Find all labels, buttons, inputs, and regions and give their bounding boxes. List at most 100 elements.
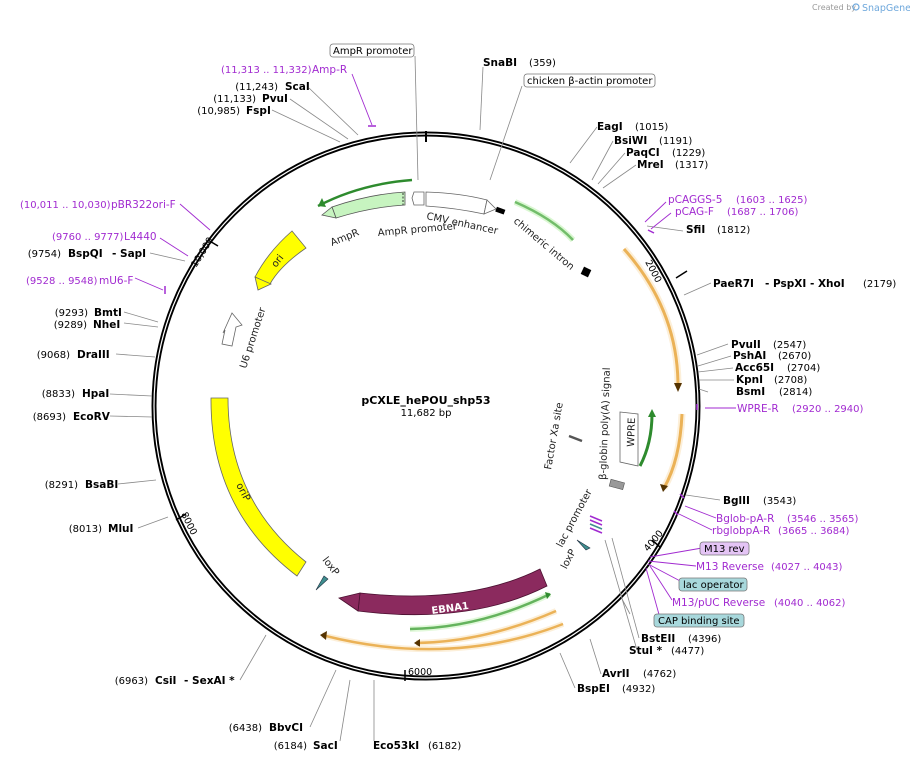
orange-arc-right-2 (662, 413, 684, 489)
enzyme-bmti[interactable]: (9293) BmtI (55, 307, 122, 319)
enzyme-eco53ki[interactable]: Eco53kI (6182) (373, 740, 461, 752)
enzyme-bbvci[interactable]: (6438) BbvCI (229, 722, 303, 734)
enzyme-paer7i[interactable]: PaeR7I - PspXI - XhoI (2179) (713, 278, 896, 290)
enzyme-avrii[interactable]: AvrII (4762) (602, 668, 676, 680)
enzyme-name: ScaI (285, 81, 310, 93)
enzyme-pos: (1317) (675, 160, 708, 171)
primer-mu6[interactable]: (9528 .. 9548) mU6-F (26, 275, 133, 287)
tick-marks (175, 239, 688, 681)
primer-name: pCAG-F (675, 206, 714, 218)
primer-range: (3546 .. 3565) (787, 514, 859, 525)
cba-promoter-box[interactable] (523, 73, 656, 88)
enzyme-scai[interactable]: (11,243) ScaI (235, 81, 310, 93)
primer-range: (10,011 .. 10,030) (20, 200, 111, 211)
enzyme-snabi[interactable]: SnaBI (359) (483, 57, 556, 69)
primer-pbr322ori[interactable]: (10,011 .. 10,030) pBR322ori-F (20, 199, 176, 211)
primer-bglobpar[interactable]: Bglob-pA-R (3546 .. 3565) (716, 513, 859, 525)
enzyme-pos: (6182) (428, 741, 461, 752)
orip-arc[interactable] (210, 397, 307, 577)
cmv-enhancer-arrow[interactable] (425, 191, 488, 215)
enzyme-pos: (2814) (779, 387, 812, 398)
primer-name: M13 Reverse (696, 561, 764, 573)
m13-rev-box[interactable] (699, 541, 750, 556)
enzyme-fspi[interactable]: (10,985) FspI (197, 105, 271, 117)
enzyme-hpai[interactable]: (8833) HpaI (42, 388, 110, 400)
enzyme-name: MluI (108, 523, 133, 535)
primer-ampr[interactable]: (11,313 .. 11,332) Amp-R (221, 64, 347, 76)
ampr-promoter-box[interactable] (329, 43, 415, 58)
enzyme-bsabi[interactable]: (8291) BsaBI (45, 479, 119, 491)
enzyme-nhei[interactable]: (9289) NheI (54, 319, 121, 331)
enzyme-pshai[interactable]: PshAI (2670) (733, 350, 811, 362)
wpre-box[interactable] (619, 411, 639, 467)
enzyme-bspei[interactable]: BspEI (4932) (577, 683, 655, 695)
ampr-promoter-arrow[interactable] (411, 191, 425, 206)
enzyme-bglii[interactable]: BglII (3543) (723, 495, 796, 507)
enzyme-pos: (9068) (37, 350, 70, 361)
primer-m13reverse[interactable]: M13 Reverse (4027 .. 4043) (696, 561, 843, 573)
enzyme-draiii[interactable]: (9068) DraIII (37, 349, 110, 361)
primer-m13puc[interactable]: M13/pUC Reverse (4040 .. 4062) (672, 597, 846, 609)
enzyme-name: HpaI (82, 388, 109, 400)
enzyme-pos: (1812) (717, 225, 750, 236)
enzyme-pos: (4396) (688, 634, 721, 645)
enzyme-kpni[interactable]: KpnI (2708) (736, 374, 807, 386)
enzyme-extra: - SapI (112, 248, 146, 260)
enzyme-sfii[interactable]: SfiI (1812) (686, 224, 750, 236)
enzyme-pos: (8291) (45, 480, 78, 491)
enzyme-acc65i[interactable]: Acc65I (2704) (735, 362, 820, 374)
cap-site-label: CAP binding site (658, 616, 740, 627)
enzyme-saci[interactable]: (6184) SacI (274, 740, 338, 752)
primer-range: (2920 .. 2940) (792, 404, 864, 415)
primer-range: (9760 .. 9777) (52, 232, 124, 243)
enzyme-pos: (6963) (115, 676, 148, 687)
enzyme-pos: (2547) (773, 340, 806, 351)
lac-operator-marks (589, 515, 603, 534)
primer-rbglobpar[interactable]: rbglobpA-R (3665 .. 3684) (712, 525, 850, 537)
enzyme-name: StuI * (629, 645, 663, 657)
cap-site-box[interactable] (653, 613, 745, 628)
primer-range: (1687 .. 1706) (727, 207, 799, 218)
enzyme-name: BbvCI (269, 722, 303, 734)
enzyme-name: PaeR7I (713, 278, 754, 290)
enzyme-stui[interactable]: StuI * (4477) (629, 645, 704, 657)
enzyme-name: CsiI (155, 675, 176, 687)
enzyme-eagi[interactable]: EagI (1015) (597, 121, 668, 133)
primer-pcaggs5[interactable]: pCAGGS-5 (1603 .. 1625) (668, 194, 808, 206)
enzyme-pos: (4932) (622, 684, 655, 695)
primer-pcagf[interactable]: pCAG-F (1687 .. 1706) (675, 206, 799, 218)
enzyme-name: BstEII (641, 633, 675, 645)
u6-promoter-label: U6 promoter (238, 306, 268, 370)
primer-name: L4440 (124, 231, 157, 243)
enzyme-pos: (3543) (763, 496, 796, 507)
lower-orange-arc-2 (321, 622, 564, 651)
enzyme-pos: (8833) (42, 389, 75, 400)
enzyme-pvui[interactable]: (11,133) PvuI (213, 93, 288, 105)
enzyme-bsteii[interactable]: BstEII (4396) (641, 633, 721, 645)
enzyme-pvuii[interactable]: PvuII (2547) (731, 339, 806, 351)
enzyme-pos: (4762) (643, 669, 676, 680)
beta-globin-box[interactable] (608, 478, 625, 491)
enzyme-name: PvuII (731, 339, 761, 351)
primer-wprer[interactable]: WPRE-R (2920 .. 2940) (737, 403, 864, 415)
loxp-left-label: loxP (320, 555, 341, 578)
factor-xa-label: Factor Xa site (543, 402, 566, 471)
beta-globin-label: β-globin poly(A) signal (598, 367, 613, 480)
lac-operator-box[interactable] (678, 577, 748, 592)
primer-name: rbglobpA-R (712, 525, 770, 537)
enzyme-pos: (2708) (774, 375, 807, 386)
enzyme-pos: (2179) (863, 279, 896, 290)
enzyme-mrei[interactable]: MreI (1317) (637, 159, 708, 171)
primer-l4440[interactable]: (9760 .. 9777) L4440 (52, 231, 157, 243)
lower-orange-arc-1 (415, 609, 557, 645)
enzyme-pos: (1015) (635, 122, 668, 133)
enzyme-paqci[interactable]: PaqCI (1229) (626, 147, 705, 159)
enzyme-ecorv[interactable]: (8693) EcoRV (33, 411, 111, 423)
enzyme-bsiwi[interactable]: BsiWI (1191) (614, 135, 692, 147)
enzyme-mlui[interactable]: (8013) MluI (69, 523, 134, 535)
enzyme-pos: (10,985) (197, 106, 240, 117)
enzyme-csii[interactable]: (6963) CsiI - SexAI * (115, 675, 235, 687)
enzyme-bsmi[interactable]: BsmI (2814) (736, 386, 812, 398)
u6-promoter-arrow[interactable] (221, 312, 243, 347)
enzyme-bspqi[interactable]: (9754) BspQI - SapI (28, 248, 146, 260)
